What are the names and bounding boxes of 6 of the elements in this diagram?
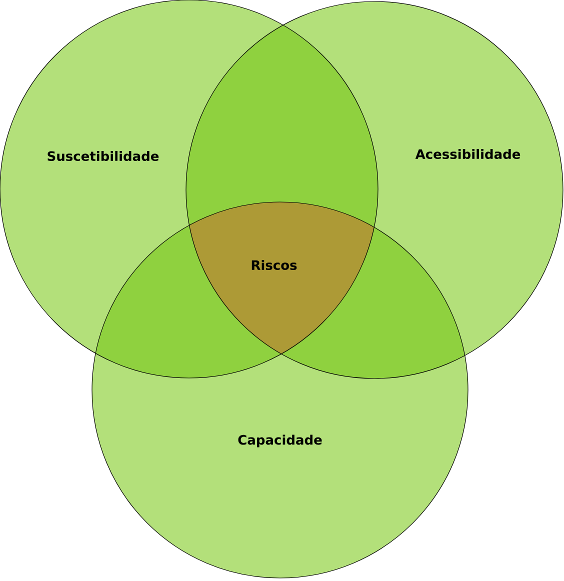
venn-circle <box>186 1 564 379</box>
circle-label: Suscetibilidade <box>48 150 159 162</box>
venn-circle <box>92 202 468 578</box>
circle-label: Acessibilidade <box>415 148 520 160</box>
region-label: Riscos <box>252 260 297 270</box>
circle-label: Capacidade <box>238 434 322 448</box>
